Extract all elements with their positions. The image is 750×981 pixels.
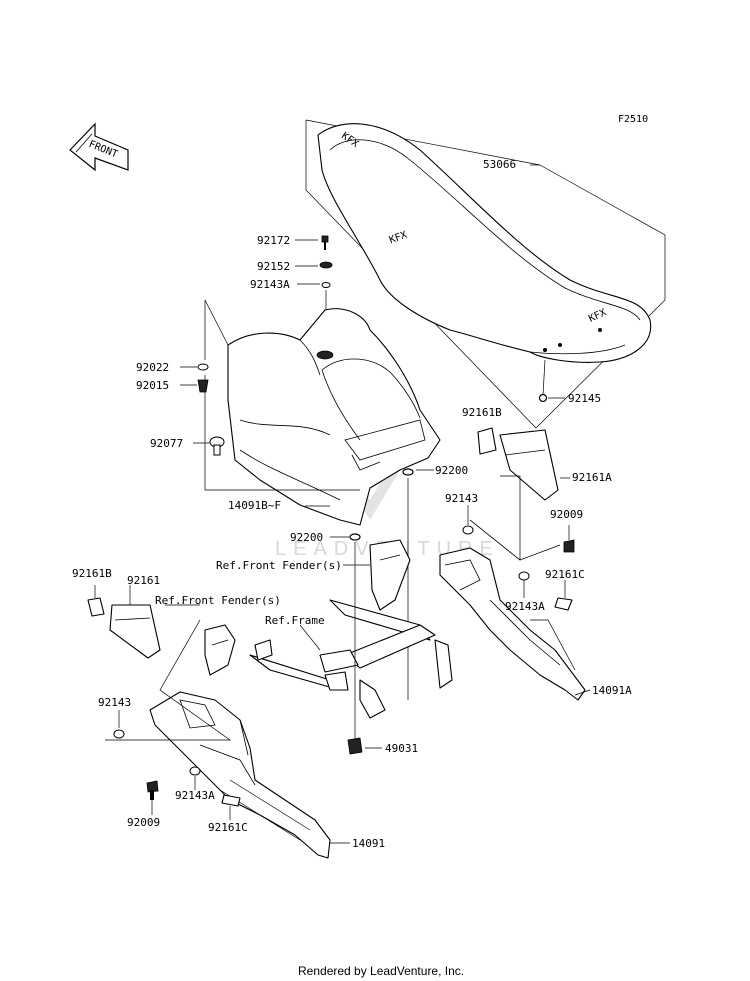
seat-assembly: KFX KFX KFX	[305, 119, 666, 429]
ref-front-fender-1: Ref.Front Fender(s)	[216, 559, 342, 572]
footer-credit: Rendered by LeadVenture, Inc.	[298, 964, 464, 978]
left-side-cover-14091	[105, 619, 350, 859]
label-92143-left: 92143	[98, 696, 131, 709]
label-92161C-left: 92161C	[208, 821, 248, 834]
label-92143-right: 92143	[445, 492, 478, 505]
label-92161A: 92161A	[572, 471, 612, 484]
ref-frame: Ref.Frame	[265, 614, 325, 627]
label-92161C-right: 92161C	[545, 568, 585, 581]
front-cover-14091B-F	[204, 299, 441, 526]
label-49031: 49031	[385, 742, 418, 755]
center-parts	[330, 533, 382, 755]
label-92009-left: 92009	[127, 816, 160, 829]
right-side-cover-14091A	[439, 505, 591, 701]
label-92077: 92077	[150, 437, 183, 450]
label-14091B-F: 14091B~F	[228, 499, 281, 512]
frame-reference	[165, 539, 453, 719]
label-92022: 92022	[136, 361, 169, 374]
label-92161-left: 92161	[127, 574, 160, 587]
label-92172: 92172	[257, 234, 290, 247]
label-53066: 53066	[483, 158, 516, 171]
label-92145: 92145	[568, 392, 601, 405]
left-fasteners	[113, 710, 241, 820]
label-92143A-left: 92143A	[175, 789, 215, 802]
label-92161B-left: 92161B	[72, 567, 112, 580]
label-92009-right: 92009	[550, 508, 583, 521]
label-92152: 92152	[257, 260, 290, 273]
label-92200-right: 92200	[435, 464, 468, 477]
left-small-panels	[87, 585, 161, 659]
right-small-parts	[402, 427, 570, 700]
label-92143A-right: 92143A	[505, 600, 545, 613]
label-92161B-mid: 92161B	[462, 406, 502, 419]
label-92200-mid: 92200	[290, 531, 323, 544]
fasteners-left-cover	[180, 363, 225, 456]
label-14091A: 14091A	[592, 684, 632, 697]
label-92143A-top: 92143A	[250, 278, 290, 291]
ref-front-fender-2: Ref.Front Fender(s)	[155, 594, 281, 607]
diagram-code: F2510	[618, 114, 648, 125]
label-92015: 92015	[136, 379, 169, 392]
front-arrow-icon: FRONT	[69, 122, 129, 172]
label-14091: 14091	[352, 837, 385, 850]
